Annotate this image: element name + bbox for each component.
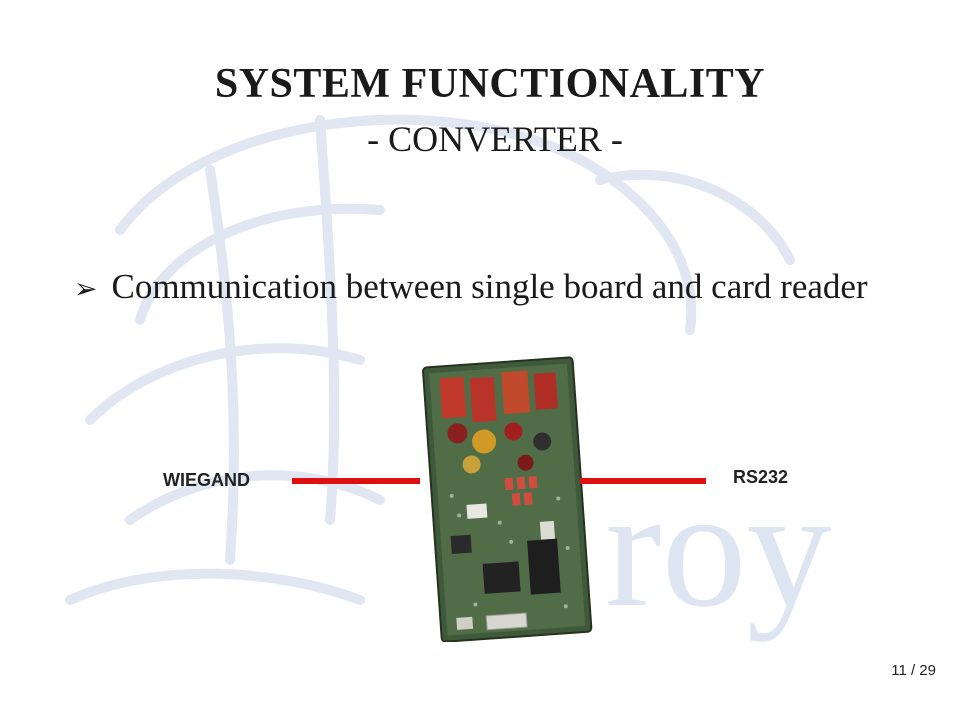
slide-subtitle: - CONVERTER - xyxy=(367,119,623,159)
bullet-item: ➢ Communication between single board and … xyxy=(74,258,874,319)
watermark-text: roy xyxy=(605,454,832,642)
arrow-bullet-icon: ➢ xyxy=(74,274,98,305)
rs232-connection-line xyxy=(580,478,706,484)
page-number: 11 / 29 xyxy=(891,662,936,679)
bullet-text: Communication between single board and c… xyxy=(111,267,868,306)
slide-title: SYSTEM FUNCTIONALITY xyxy=(214,61,766,107)
circuit-board-image xyxy=(422,356,593,642)
rs232-label: RS232 xyxy=(733,467,789,487)
wiegand-label: WIEGAND xyxy=(163,470,250,490)
wiegand-connection-line xyxy=(292,478,420,484)
